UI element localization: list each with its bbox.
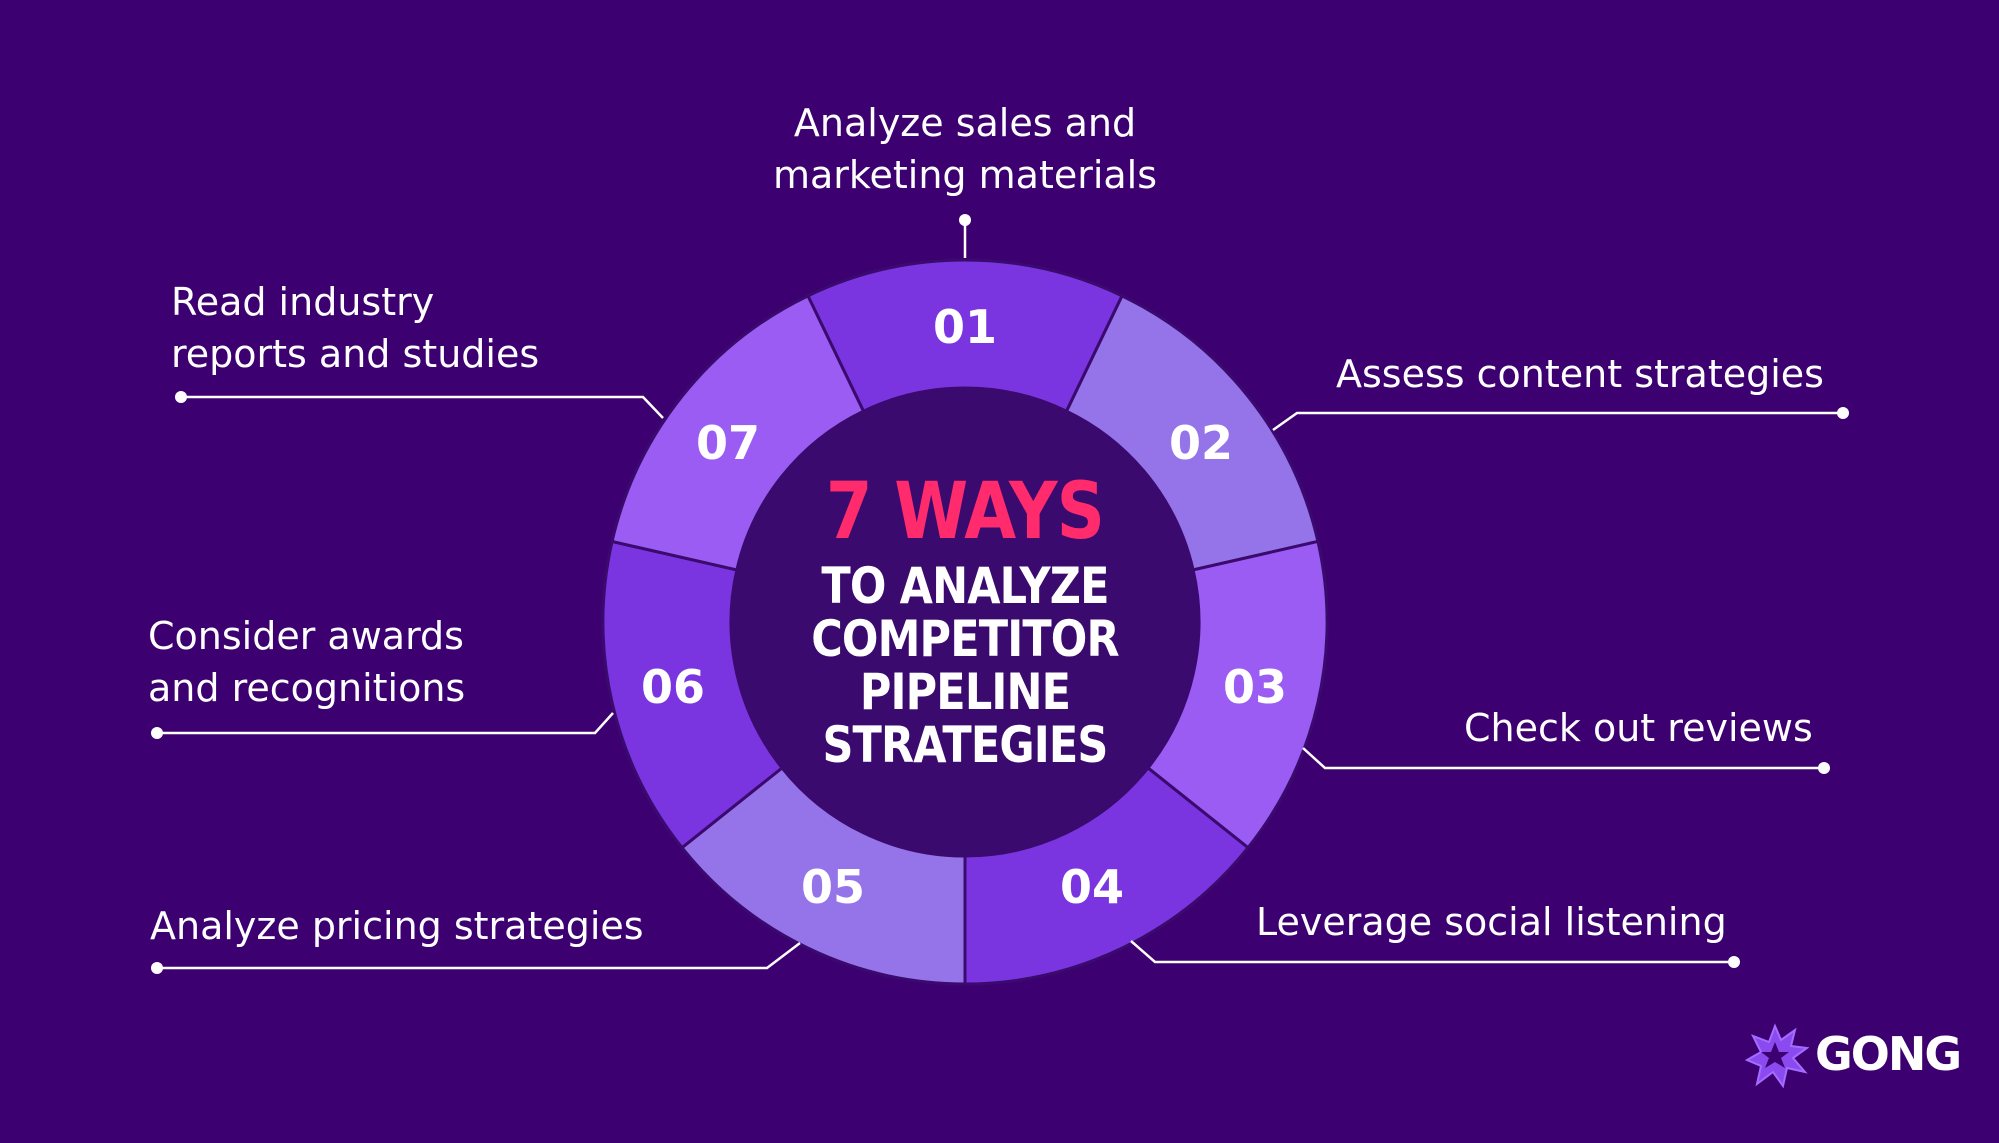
connector-04 <box>1130 940 1734 964</box>
center-subtitle-line: COMPETITOR <box>811 610 1119 668</box>
connector-dot-02 <box>1837 407 1849 419</box>
connector-05 <box>157 942 801 970</box>
label-07-line: reports and studies <box>171 332 540 376</box>
logo-text: GONG <box>1815 1027 1962 1081</box>
label-04-line: Leverage social listening <box>1256 900 1727 944</box>
center-subtitle-line: PIPELINE <box>859 663 1071 721</box>
connector-03 <box>1302 747 1824 770</box>
segment-number-03: 03 <box>1222 660 1287 714</box>
label-02: Assess content strategies <box>1336 348 1824 400</box>
label-06-line: and recognitions <box>148 666 466 710</box>
connector-06 <box>157 712 614 735</box>
ring-segments <box>601 258 1329 986</box>
segment-number-01: 01 <box>932 300 997 354</box>
label-06-line: Consider awards <box>148 614 464 658</box>
label-01-line: Analyze sales and <box>793 101 1137 145</box>
label-03-line: Check out reviews <box>1464 706 1813 750</box>
connector-dot-01 <box>959 214 971 226</box>
connectors <box>157 222 1843 970</box>
label-01-line: marketing materials <box>772 153 1158 197</box>
label-02-line: Assess content strategies <box>1336 352 1824 396</box>
label-06: Consider awards and recognitions <box>148 610 465 714</box>
connector-dot-05 <box>151 962 163 974</box>
label-05: Analyze pricing strategies <box>150 900 644 952</box>
segment-number-02: 02 <box>1168 416 1233 470</box>
connector-dots <box>151 214 1849 974</box>
starburst-icon <box>1744 1023 1810 1089</box>
center-subtitle-line: TO ANALYZE <box>821 557 1109 615</box>
segment-number-06: 06 <box>640 660 705 714</box>
label-07: Read industry reports and studies <box>171 276 539 380</box>
connector-dot-06 <box>151 727 163 739</box>
label-07-line: Read industry <box>171 280 435 324</box>
connector-02 <box>1272 411 1843 432</box>
center-subtitle: TO ANALYZE COMPETITOR PIPELINE STRATEGIE… <box>793 560 1137 772</box>
connector-dot-03 <box>1818 762 1830 774</box>
label-03: Check out reviews <box>1464 702 1813 754</box>
label-05-line: Analyze pricing strategies <box>150 904 644 948</box>
connector-07 <box>181 395 664 419</box>
center-subtitle-line: STRATEGIES <box>822 716 1108 774</box>
segment-number-07: 07 <box>695 416 760 470</box>
connector-dot-07 <box>175 391 187 403</box>
gong-logo: GONG <box>1744 1022 1962 1092</box>
segment-number-04: 04 <box>1059 860 1124 914</box>
connector-dot-04 <box>1728 956 1740 968</box>
center-disc <box>731 388 1199 856</box>
center-headline: 7 WAYS <box>825 467 1105 557</box>
segment-number-05: 05 <box>800 860 865 914</box>
label-01: Analyze sales and marketing materials <box>765 97 1165 201</box>
label-04: Leverage social listening <box>1256 896 1727 948</box>
